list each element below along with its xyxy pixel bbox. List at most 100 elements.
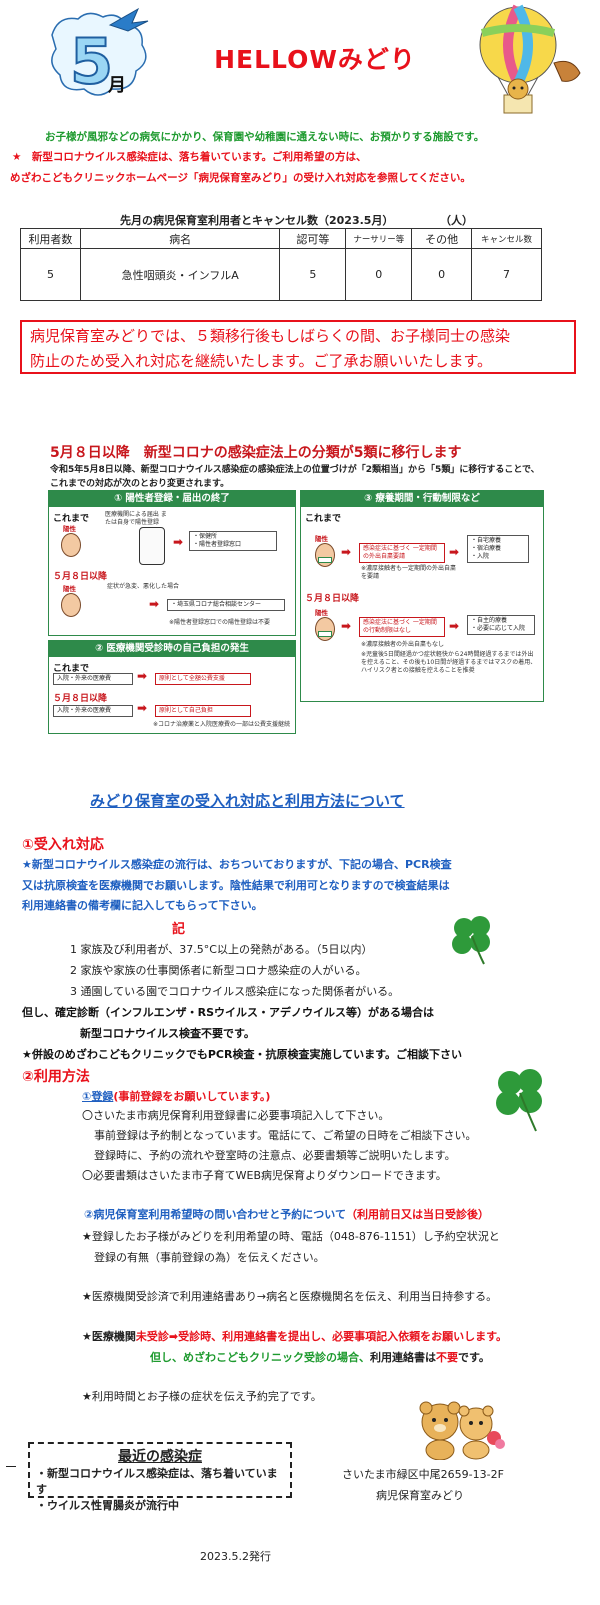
acceptance-heading: ①受入れ対応 [22, 837, 104, 853]
registration-label: ①登録 [82, 1090, 114, 1103]
col-users: 利用者数 [20, 228, 81, 249]
arrow-right-icon: ➡ [449, 545, 460, 559]
stats-header-row: 利用者数 病名 認可等 ナーサリー等 その他 キャンセル数 [20, 228, 542, 249]
panel-medical-costs: ② 医療機関受診時の自己負担の発生 これまで 入院・外来の医療費 ➡ 原則として… [48, 640, 296, 734]
facility-address: さいたま市緑区中尾2659-13-2F [342, 1468, 504, 1481]
s5-part-c: 不要 [436, 1351, 458, 1364]
col-cancel: キャンセル数 [471, 228, 542, 249]
s5-part-d: です。 [458, 1351, 490, 1364]
notice-line-2: 防止のため受入れ対応を継続いたします。ご了承お願いいたします。 [30, 352, 493, 370]
arrow-right-icon: ➡ [341, 619, 352, 633]
person-icon [61, 593, 81, 617]
panel-1-heading: ① 陽性者登録・届出の終了 [49, 491, 295, 507]
dest-health-center: ・保健所 [193, 533, 218, 540]
infographic-title: 5月８日以降 新型コロナの感染症法上の分類が5類に移行します [50, 445, 462, 461]
arrow-right-icon: ➡ [137, 669, 148, 683]
reservation-s1: ★登録したお子様がみどりを利用希望の時、電話（048-876-1151）し予約空… [82, 1230, 500, 1243]
facility-name: 病児保育室みどり [376, 1489, 464, 1502]
registration-r4: 〇必要書類はさいたま市子育てWEB病児保育よりダウンロードできます。 [82, 1169, 447, 1182]
acceptance-p3: 利用連絡書の備考欄に記入してもらって下さい。 [22, 899, 263, 912]
panel-2-fee-2: 入院・外来の医療費 [53, 705, 133, 717]
acceptance-p2: 又は抗原検査を医療機関でお願いします。陰性結果で利用可となりますので検査結果は [22, 879, 450, 892]
panel-3-heading: ③ 療養期間・行動制限など [301, 491, 543, 507]
registration-r3: 登録時に、予約の流れや登室時の注意点、必要書類等ご説明いたします。 [94, 1149, 456, 1162]
mask-icon [318, 631, 332, 637]
usage-section-title: みどり保育室の受入れ対応と利用方法について [90, 792, 405, 810]
teddy-bears-illustration [410, 1398, 510, 1461]
registration-r1: 〇さいたま市病児保育利用登録書に必要事項記入して下さい。 [82, 1109, 390, 1122]
reservation-s4: ★医療機関未受診➡受診時、利用連絡書を提出し、必要事項記入依頼をお願いします。 [82, 1328, 507, 1344]
option-hospital: ・入院 [471, 553, 490, 560]
col-nursery: ナーサリー等 [345, 228, 413, 249]
acceptance-also: ★併設のめざわこどもクリニックでもPCR検査・抗原検査実施しています。ご相談下さ… [22, 1048, 463, 1061]
panel-3-after: ５月８日以降 [305, 594, 360, 604]
panel-1-center: ・埼玉県コロナ総合相談センター [167, 599, 285, 611]
cell-disease: 急性咽頭炎・インフルA [79, 248, 281, 301]
reservation-note: （利用前日又は当日受診後） [345, 1208, 489, 1221]
panel-3-options-1: ・自宅療養 ・宿泊療養 ・入院 [467, 535, 529, 563]
stats-unit: （人） [440, 214, 473, 227]
logo-month-number: 5 [70, 25, 113, 98]
s4-part-c: 利用連絡書を提出し、必要事項記入依頼をお願いします。 [222, 1330, 507, 1343]
s5-part-b: 利用連絡書は [370, 1351, 436, 1364]
arrow-right-icon: ➡ [341, 545, 352, 559]
arrow-right-icon: ➡ [173, 535, 184, 549]
recent-line-1: ・新型コロナウイルス感染症は、落ち着いています [36, 1467, 278, 1496]
panel-3-before: これまで [305, 514, 342, 524]
notice-line-1: 病児保育室みどりでは、５類移行後もしばらくの間、お子様同士の感染 [30, 327, 511, 345]
cell-licensed: 5 [279, 248, 347, 301]
arrow-right-icon: ➡ [449, 619, 460, 633]
reservation-s6: ★利用時間とお子様の症状を伝え予約完了です。 [82, 1390, 322, 1403]
recent-infections-box: 最近の感染症 ・新型コロナウイルス感染症は、落ち着いています ・ウイルス性胃腸炎… [28, 1442, 292, 1512]
cell-users: 5 [20, 248, 81, 301]
person-icon [315, 617, 335, 641]
balloon-bear-illustration [468, 3, 588, 121]
panel-3-positive-2: 陽性 [315, 609, 328, 617]
issue-date: 2023.5.2発行 [200, 1550, 271, 1563]
panel-positive-registration: ① 陽性者登録・届出の終了 これまで 陽性 医療機関による届出 または自身で陽性… [48, 490, 296, 636]
panel-3-note-3: ※児童後5日間経過かつ症状軽快から24時間経過するまでは外出を控えること、その後… [361, 651, 537, 674]
infographic-sub-2: これまでの対応が次のとおり変更されます。 [50, 479, 230, 489]
dest-registration-desk: ・陽性者登録窓口 [193, 541, 242, 548]
panel-2-heading: ② 医療機関受診時の自己負担の発生 [49, 641, 295, 657]
acceptance-item-3: 3 通園している園でコロナウイルス感染症になった関係者がいる。 [70, 985, 400, 998]
panel-1-positive-2: 陽性 [63, 585, 76, 593]
person-icon [61, 533, 81, 557]
cell-other: 0 [411, 248, 473, 301]
intro-line-3: めざわこどもクリニックホームページ「病児保育室みどり」の受け入れ対応を参照してく… [10, 172, 471, 184]
acceptance-item-2: 2 家族や家族の仕事関係者に新型コロナ感染症の人がいる。 [70, 964, 367, 977]
acceptance-ki: 記 [172, 922, 186, 937]
reservation-s3: ★医療機関受診済で利用連絡書あり→病名と医療機関名を伝え、利用当日持参する。 [82, 1290, 498, 1303]
option-home: ・自宅療養 [471, 537, 502, 544]
col-other: その他 [411, 228, 473, 249]
notice-box: 病児保育室みどりでは、５類移行後もしばらくの間、お子様同士の感染 防止のため受入… [20, 320, 576, 374]
s4-part-a: ★医療機関 [82, 1330, 136, 1343]
acceptance-p1: ★新型コロナウイルス感染症の流行は、おちついておりますが、下記の場合、PCR検査 [22, 858, 452, 871]
panel-1-condition: 症状が急変、悪化した場合 [107, 583, 180, 590]
may-logo-illustration: 5 月 [48, 5, 158, 105]
reservation-s2: 登録の有無（事前登録の為）を伝えください。 [94, 1251, 325, 1264]
registration-note: (事前登録をお願いしています。) [113, 1090, 271, 1103]
cell-cancel: 7 [471, 248, 542, 301]
intro-line-2: ★ 新型コロナウイルス感染症は、落ち着いています。ご利用希望の方は、 [12, 151, 367, 163]
reservation-title: ②病児保育室利用希望時の問い合わせと予約について [84, 1208, 346, 1221]
panel-2-after: ５月８日以降 [53, 694, 108, 704]
panel-1-before: これまで [53, 514, 90, 524]
panel-isolation-period: ③ 療養期間・行動制限など これまで 陽性 ➡ 感染症法に基づく 一定期間の外出… [300, 490, 544, 702]
s5-part-a: 但し、めざわこどもクリニック受診の場合、 [150, 1351, 370, 1364]
table-row: 5 急性咽頭炎・インフルA 5 0 0 7 [20, 248, 542, 301]
reservation-s5: 但し、めざわこどもクリニック受診の場合、利用連絡書は不要です。 [150, 1349, 490, 1365]
panel-2-result-2: 原則として自己負担 [155, 705, 251, 717]
acceptance-but-2: 新型コロナウイルス検査不要です。 [80, 1027, 255, 1040]
panel-3-options-2: ・自主的療養 ・必要に応じて入院 [467, 615, 535, 635]
clover-icon [448, 912, 498, 966]
panel-1-note: ※陽性者登録窓口での陽性登録は不要 [169, 619, 271, 626]
option-hotel: ・宿泊療養 [471, 545, 502, 552]
person-icon [315, 543, 335, 567]
panel-3-note-2: ※濃厚接触者の外出自粛もなし [361, 641, 445, 648]
logo-month-unit: 月 [107, 75, 126, 96]
phone-icon [139, 527, 165, 565]
arrow-right-icon: ➡ [137, 701, 148, 715]
panel-1-positive: 陽性 [63, 525, 76, 533]
arrow-right-icon: ➡ [149, 597, 160, 611]
